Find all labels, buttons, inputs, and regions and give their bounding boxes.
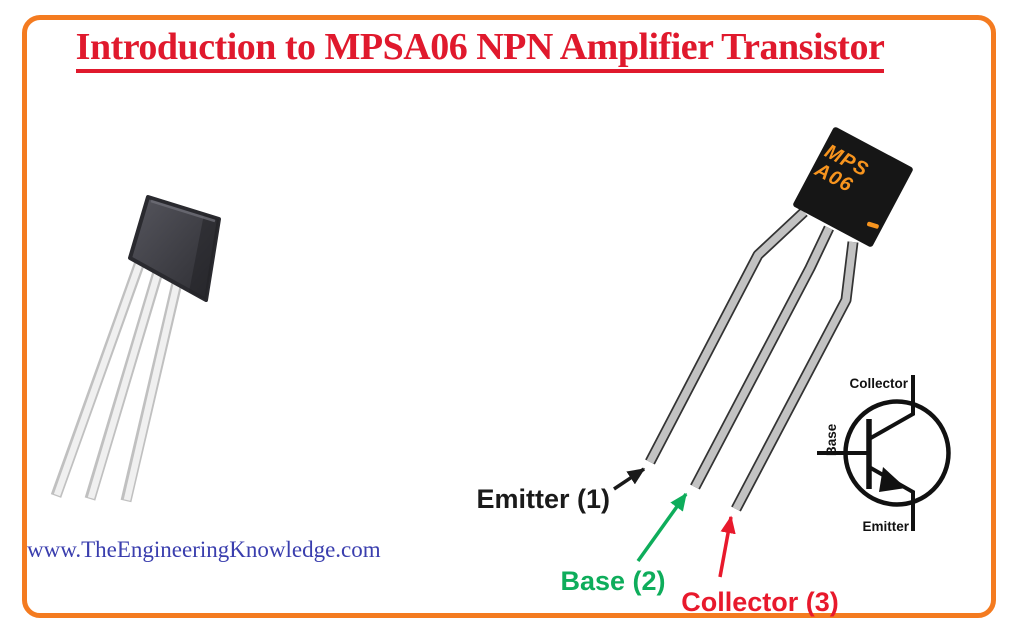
transistor-illustration: MPS A06 Emitter (1) Base (2) Collector (… <box>476 127 913 617</box>
symbol-emitter-arrowhead <box>879 467 906 492</box>
website-url: www.TheEngineeringKnowledge.com <box>27 537 381 562</box>
symbol-collector-label: Collector <box>849 376 908 391</box>
collector-arrow <box>718 515 736 578</box>
emitter-arrow <box>613 467 646 491</box>
page-title: Introduction to MPSA06 NPN Amplifier Tra… <box>30 25 930 73</box>
page-title-text: Introduction to MPSA06 NPN Amplifier Tra… <box>75 26 885 73</box>
photo-lead-middle <box>84 270 164 501</box>
illustration-emitter-lead <box>645 207 808 465</box>
photo-package-side-shade <box>189 214 219 300</box>
collector-label: Collector (3) <box>681 587 839 617</box>
photo-package-highlight <box>150 199 216 223</box>
chip-marking-dash <box>867 221 879 229</box>
base-label: Base (2) <box>560 566 665 596</box>
symbol-base-label: Base <box>824 423 839 456</box>
illustration-package-body: MPS A06 <box>793 127 913 247</box>
photo-lead-left <box>50 260 146 498</box>
base-arrow <box>636 492 688 563</box>
illustration-collector-lead <box>731 241 859 512</box>
transistor-photo <box>50 195 221 503</box>
transistor-symbol: Collector Base Emitter <box>817 375 951 534</box>
symbol-collector-line <box>868 375 915 441</box>
photo-lead-right <box>120 281 183 503</box>
emitter-label: Emitter (1) <box>476 484 610 514</box>
symbol-emitter-label: Emitter <box>862 519 909 534</box>
illustration-base-lead <box>690 225 834 490</box>
